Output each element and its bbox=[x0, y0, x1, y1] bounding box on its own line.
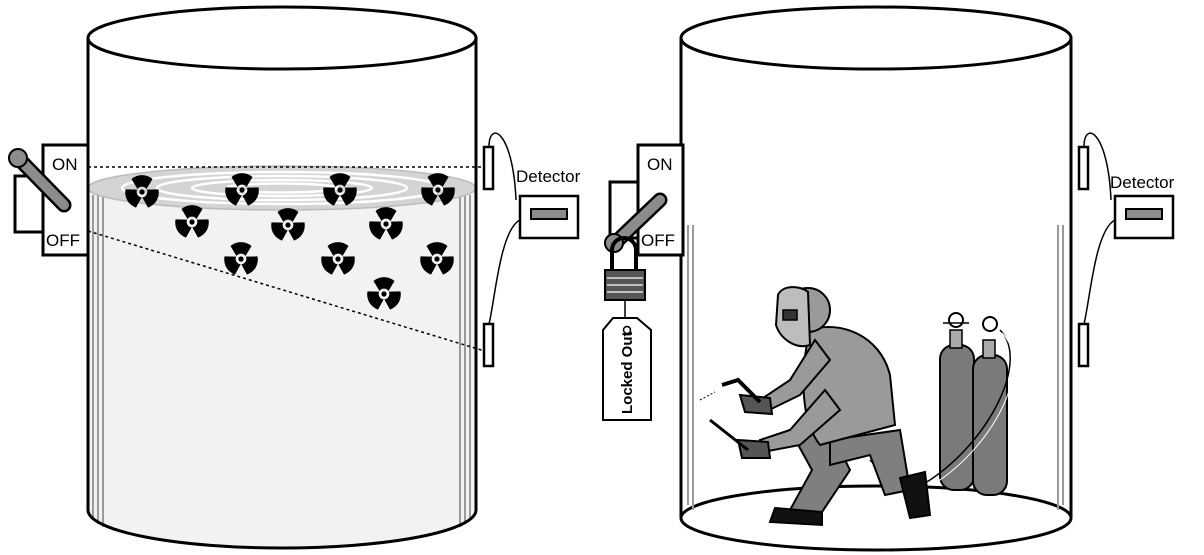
left-detector: Detector bbox=[482, 132, 581, 368]
level-sight-lines bbox=[87, 166, 489, 353]
lockout-tag-text: Locked Out bbox=[619, 331, 636, 414]
right-detector: Detector bbox=[1077, 132, 1175, 368]
right-tank bbox=[679, 5, 1073, 552]
liquid-fill bbox=[88, 188, 476, 548]
left-switch[interactable]: ON OFF bbox=[8, 143, 90, 257]
left-tank bbox=[86, 5, 478, 550]
detector-label: Detector bbox=[1110, 173, 1175, 192]
switch-on-label: ON bbox=[52, 155, 78, 174]
switch-off-label: OFF bbox=[46, 231, 80, 250]
left-tank-top bbox=[86, 5, 478, 71]
left-tank-side-shading bbox=[92, 195, 471, 527]
switch-on-label: ON bbox=[647, 155, 673, 174]
welder-figure bbox=[699, 286, 932, 527]
gauge-icon bbox=[982, 316, 998, 332]
lockout-tag bbox=[602, 317, 652, 421]
gauge-icon bbox=[948, 312, 964, 328]
detector-display-icon bbox=[530, 208, 568, 220]
right-tank-floor bbox=[679, 484, 1073, 552]
lockout-device: Locked Out bbox=[602, 236, 652, 421]
detector-label: Detector bbox=[516, 167, 581, 186]
right-switch[interactable]: ON OFF bbox=[604, 143, 685, 257]
right-tank-top bbox=[679, 5, 1073, 71]
padlock-shackle bbox=[610, 236, 638, 272]
detector-display-icon bbox=[1125, 208, 1163, 220]
switch-off-label: OFF bbox=[641, 231, 675, 250]
